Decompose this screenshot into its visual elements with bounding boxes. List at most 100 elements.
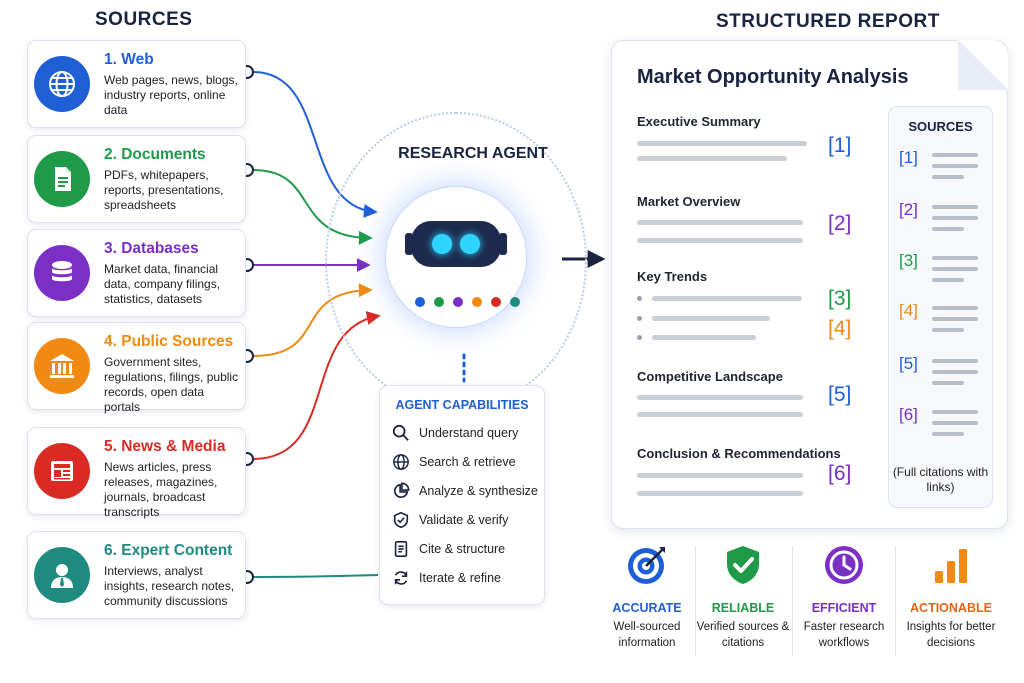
source-citation: [5] <box>899 354 918 373</box>
agent-dot <box>453 297 463 307</box>
capability-label: Iterate & refine <box>419 571 501 585</box>
text-placeholder-line <box>652 335 756 340</box>
text-placeholder-line <box>932 410 978 414</box>
benefit-desc: Verified sources & citations <box>696 621 790 649</box>
report-title: Market Opportunity Analysis <box>637 66 909 88</box>
source-desc: PDFs, whitepapers, reports, presentation… <box>104 168 224 212</box>
report-section-heading: Conclusion & Recommendations <box>637 446 841 461</box>
capability-label: Analyze & synthesize <box>419 484 538 498</box>
source-title: 1. Web <box>104 51 154 68</box>
pie-chart-icon <box>394 482 410 498</box>
benefit-accurate: ACCURATE Well-sourced information <box>597 543 697 651</box>
text-placeholder-line <box>932 227 964 231</box>
text-placeholder-line <box>652 316 770 321</box>
citation-marker: [3] <box>828 287 852 310</box>
source-citation: [4] <box>899 301 918 320</box>
globe-icon <box>393 454 409 470</box>
capability-item: Analyze & synthesize <box>392 480 538 502</box>
source-card-public-sources: 4. Public Sources Government sites, regu… <box>27 322 246 414</box>
source-title: 3. Databases <box>104 240 199 257</box>
capability-item: Validate & verify <box>392 509 508 531</box>
citation-marker: [4] <box>828 317 852 340</box>
source-citation: [2] <box>899 200 918 219</box>
agent-dot <box>510 297 520 307</box>
report-section-heading: Key Trends <box>637 269 708 284</box>
text-placeholder-line <box>637 156 787 161</box>
text-placeholder-line <box>932 381 964 385</box>
capability-label: Cite & structure <box>419 542 506 556</box>
benefit-reliable: RELIABLE Verified sources & citations <box>693 543 793 651</box>
benefit-title: ACCURATE <box>612 601 682 615</box>
capability-label: Search & retrieve <box>419 455 516 469</box>
text-placeholder-line <box>932 306 978 310</box>
page-fold <box>958 40 1008 90</box>
database-icon <box>34 245 90 301</box>
agent-dot <box>472 297 482 307</box>
text-placeholder-line <box>932 216 978 220</box>
benefit-title: RELIABLE <box>711 601 775 615</box>
document-icon <box>394 540 408 558</box>
report-section-heading: Executive Summary <box>637 114 761 129</box>
text-placeholder-line <box>932 267 978 271</box>
source-citation: [1] <box>899 148 918 167</box>
agent-dot <box>434 297 444 307</box>
text-placeholder-line <box>637 141 807 146</box>
source-card-expert-content: 6. Expert Content Interviews, analyst in… <box>27 531 246 619</box>
source-title: 4. Public Sources <box>104 333 234 350</box>
agent-capabilities-panel: AGENT CAPABILITIES Understand query Sear… <box>379 385 545 605</box>
source-citation: [3] <box>899 251 918 270</box>
capability-label: Validate & verify <box>419 513 509 527</box>
research-agent <box>386 187 526 327</box>
text-placeholder-line <box>932 317 978 321</box>
citation-marker: [5] <box>828 383 852 406</box>
source-desc: Interviews, analyst insights, research n… <box>104 564 235 608</box>
text-placeholder-line <box>932 278 964 282</box>
text-placeholder-line <box>637 220 803 225</box>
capability-item: Search & retrieve <box>392 451 516 473</box>
benefit-desc: Faster research workflows <box>803 621 885 649</box>
expert-person-icon <box>34 547 90 603</box>
citation-marker: [6] <box>828 462 852 485</box>
divider <box>895 546 896 656</box>
source-title: 5. News & Media <box>104 438 226 455</box>
text-placeholder-line <box>932 370 978 374</box>
sources-heading: SOURCES <box>95 9 193 30</box>
bullet-point <box>637 296 642 301</box>
text-placeholder-line <box>637 238 803 243</box>
capabilities-title: AGENT CAPABILITIES <box>395 398 529 412</box>
benefit-title: EFFICIENT <box>811 601 877 615</box>
text-placeholder-line <box>932 164 978 168</box>
text-placeholder-line <box>932 205 978 209</box>
source-desc: Web pages, news, blogs, industry reports… <box>104 73 238 117</box>
benefit-efficient: EFFICIENT Faster research workflows <box>794 543 894 651</box>
agent-label: RESEARCH AGENT <box>398 145 548 162</box>
source-desc: Government sites, regulations, filings, … <box>104 355 239 414</box>
capability-item: Understand query <box>392 422 518 444</box>
shield-check-icon <box>393 511 409 529</box>
citation-marker: [2] <box>828 212 852 235</box>
source-card-web: 1. Web Web pages, news, blogs, industry … <box>27 40 246 128</box>
source-citation: [6] <box>899 405 918 424</box>
divider <box>695 546 696 656</box>
text-placeholder-line <box>932 328 964 332</box>
source-desc: News articles, press releases, magazines… <box>104 460 218 519</box>
report-section-heading: Market Overview <box>637 194 741 209</box>
newspaper-icon <box>34 443 90 499</box>
divider <box>792 546 793 656</box>
text-placeholder-line <box>637 395 803 400</box>
text-placeholder-line <box>932 153 978 157</box>
source-card-databases: 3. Databases Market data, financial data… <box>27 229 246 317</box>
text-placeholder-line <box>932 175 964 179</box>
text-placeholder-line <box>637 412 803 417</box>
report-section-heading: Competitive Landscape <box>637 369 783 384</box>
capability-item: Iterate & refine <box>392 567 501 589</box>
bullet-point <box>637 335 642 340</box>
text-placeholder-line <box>652 296 802 301</box>
text-placeholder-line <box>932 359 978 363</box>
report-heading: STRUCTURED REPORT <box>716 11 940 32</box>
agent-dot <box>415 297 425 307</box>
capability-label: Understand query <box>419 426 519 440</box>
bar-chart-icon <box>935 549 967 583</box>
text-placeholder-line <box>637 473 803 478</box>
sources-panel-title: SOURCES <box>908 119 973 134</box>
